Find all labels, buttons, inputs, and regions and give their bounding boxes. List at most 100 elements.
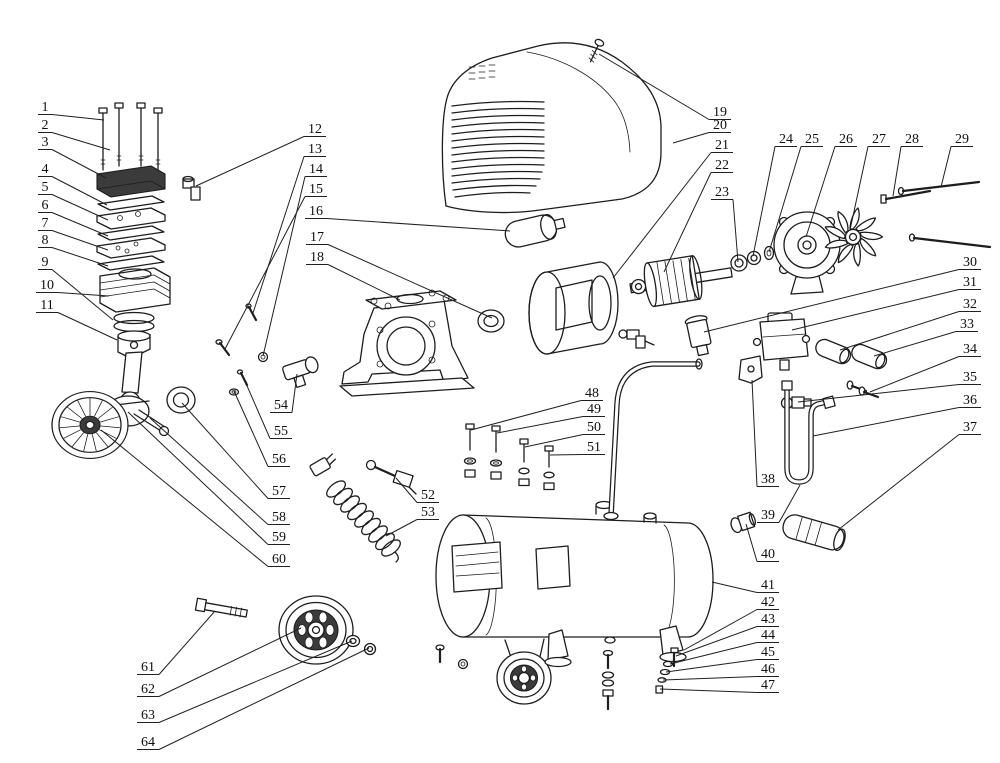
leader-line <box>669 642 758 665</box>
callout-number: 40 <box>761 547 775 562</box>
callout-13: 13 <box>252 142 326 314</box>
leader-line <box>711 581 758 593</box>
small-pins-and-fasteners <box>215 303 269 396</box>
handle-grip <box>782 514 846 552</box>
leader-line <box>57 292 110 297</box>
leader-line <box>51 132 111 151</box>
leader-line <box>158 640 353 723</box>
callout-9: 9 <box>38 255 114 321</box>
callout-64: 64 <box>137 647 370 750</box>
leader-line <box>496 416 584 434</box>
callout-number: 27 <box>872 132 886 147</box>
leader-line <box>291 373 298 413</box>
leader-line <box>752 146 776 257</box>
leader-line <box>672 132 710 144</box>
callout-number: 57 <box>272 484 286 499</box>
callout-number: 1 <box>42 100 49 115</box>
leader-line <box>51 114 105 121</box>
callout-43: 43 <box>675 612 779 657</box>
callout-number: 5 <box>42 180 49 195</box>
check-valve-elbow <box>618 329 655 349</box>
callout-number: 53 <box>421 505 435 520</box>
callout-number: 60 <box>272 552 286 567</box>
callout-11: 11 <box>36 298 118 341</box>
leader-line <box>327 264 401 301</box>
callout-number: 8 <box>42 233 49 248</box>
drain-hardware <box>435 644 615 711</box>
wheel <box>278 595 354 665</box>
tank-fitting <box>730 511 757 534</box>
callout-number: 33 <box>960 317 974 332</box>
callout-39: 39 <box>757 484 801 523</box>
leader-line <box>470 400 582 431</box>
callout-47: 47 <box>659 678 779 693</box>
callout-number: 48 <box>585 386 599 401</box>
callout-61: 61 <box>137 610 216 675</box>
callout-57: 57 <box>181 402 290 499</box>
axle-washer <box>345 634 361 648</box>
callout-number: 42 <box>761 595 775 610</box>
callout-23: 23 <box>711 185 739 263</box>
callout-number: 39 <box>761 508 775 523</box>
callout-number: 50 <box>587 420 601 435</box>
shroud-cover <box>441 42 662 214</box>
callout-25: 25 <box>768 132 823 253</box>
callout-number: 37 <box>963 420 977 435</box>
callout-53: 53 <box>385 505 439 537</box>
callout-26: 26 <box>805 132 857 238</box>
callout-number: 12 <box>308 122 322 137</box>
callout-31: 31 <box>791 275 981 331</box>
leader-line <box>158 647 370 750</box>
callout-number: 51 <box>587 440 601 455</box>
callout-number: 28 <box>905 132 919 147</box>
leader-line <box>195 136 305 187</box>
callout-number: 55 <box>274 424 288 439</box>
callout-number: 15 <box>309 182 323 197</box>
callout-27: 27 <box>849 132 890 231</box>
mount-screws <box>846 380 880 399</box>
leader-line <box>395 477 418 503</box>
leader-line <box>768 146 802 253</box>
callout-22: 22 <box>663 158 733 273</box>
fan-wheel <box>51 390 129 460</box>
callout-number: 18 <box>310 250 324 265</box>
callout-58: 58 <box>149 417 290 525</box>
callout-30: 30 <box>703 255 981 333</box>
callout-6: 6 <box>38 198 109 237</box>
callout-18: 18 <box>306 250 401 301</box>
callout-1: 1 <box>38 100 105 121</box>
callout-15: 15 <box>224 182 327 350</box>
callout-49: 49 <box>496 402 605 434</box>
callout-number: 41 <box>761 578 775 593</box>
leader-line <box>51 212 109 237</box>
leader-line <box>51 149 107 179</box>
callout-21: 21 <box>612 138 733 279</box>
callout-number: 34 <box>963 342 977 357</box>
leader-line <box>659 688 758 693</box>
leader-line <box>243 378 271 439</box>
leader-line <box>252 156 305 314</box>
power-cord <box>309 453 401 563</box>
callout-12: 12 <box>195 122 326 187</box>
callout-24: 24 <box>752 132 797 257</box>
leader-line <box>732 199 739 263</box>
leader-line <box>524 434 584 448</box>
callout-number: 46 <box>761 662 775 677</box>
leader-line <box>663 172 712 273</box>
callout-number: 23 <box>715 185 729 200</box>
callout-number: 16 <box>309 204 323 219</box>
front-foot <box>547 629 569 661</box>
callout-54: 54 <box>270 373 298 413</box>
shaft-seal <box>477 309 505 333</box>
leader-line <box>892 146 902 197</box>
callout-8: 8 <box>38 233 109 267</box>
callout-46: 46 <box>662 662 779 681</box>
callout-number: 4 <box>42 162 49 177</box>
leader-line <box>662 676 758 681</box>
leader-line <box>873 331 957 357</box>
callout-45: 45 <box>665 645 779 673</box>
mounting-hardware <box>463 423 555 491</box>
cooling-fan <box>824 207 884 267</box>
